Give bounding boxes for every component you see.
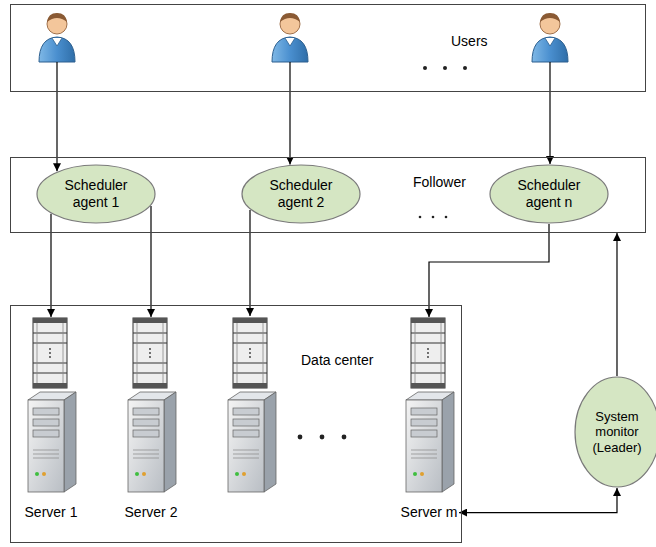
- user-stub: [549, 62, 550, 92]
- node-label: Server 2: [125, 504, 178, 521]
- ellipse-shape: [242, 165, 360, 223]
- node-label: Users: [451, 33, 488, 50]
- ellipsis-dot: [432, 216, 435, 219]
- servers: [28, 392, 454, 492]
- user-icons: [39, 13, 568, 62]
- ellipsis-dots: [298, 66, 467, 439]
- server-icon: [228, 392, 276, 492]
- server-node: Server m: [399, 317, 459, 521]
- server-icon: [128, 392, 176, 492]
- scheduler-agent: Scheduler agent 2: [241, 164, 361, 224]
- scheduler-agent: Scheduler agent n: [489, 164, 609, 224]
- server-icon: [406, 392, 454, 492]
- node-label: Scheduler agent 2: [258, 177, 344, 211]
- connector-arrow: [459, 488, 617, 513]
- server-node: Server 2: [121, 317, 181, 521]
- user-icon: [39, 13, 75, 62]
- queue-icon: [233, 318, 267, 388]
- ellipsis-dot: [463, 66, 467, 70]
- node-label: Scheduler agent 1: [53, 177, 139, 211]
- queues: [33, 318, 445, 388]
- connector-arrow: [150, 206, 151, 317]
- users-band: Users: [10, 4, 646, 92]
- node-label: Data center: [301, 352, 373, 369]
- user-stub-lines: [57, 62, 550, 92]
- server-icon: [28, 392, 76, 492]
- queue-icon: [33, 318, 67, 388]
- data-center-band: Data centerServer 1 Server 2 Server m: [10, 305, 462, 543]
- ellipsis-dot: [320, 435, 325, 440]
- ellipsis-dot: [443, 66, 447, 70]
- connector-arrow: [616, 233, 617, 376]
- dispatch-arrow: [249, 210, 250, 316]
- ellipsis-dot: [445, 216, 448, 219]
- connector-arrow: [50, 214, 51, 317]
- ellipse-shape: [37, 165, 155, 223]
- user-icon: [272, 13, 308, 62]
- ellipse-shape: [575, 377, 656, 487]
- ellipsis-dot: [419, 216, 422, 219]
- ellipsis-dot: [342, 435, 347, 440]
- user-icon: [532, 13, 568, 62]
- ellipsis-dot: [423, 66, 427, 70]
- node-label: Server 1: [25, 504, 78, 521]
- connector-arrow: [289, 92, 290, 165]
- ellipsis-dot: [298, 435, 303, 440]
- scheduler-agent: Scheduler agent 1: [36, 164, 156, 224]
- server-node: Server 1: [21, 317, 81, 521]
- ellipse-shape: [490, 165, 608, 223]
- connector-arrow: [429, 224, 549, 317]
- node-label: Follower: [413, 174, 466, 191]
- queue-icon: [411, 318, 445, 388]
- node-label: System monitor (Leader): [588, 409, 646, 456]
- system-monitor: System monitor (Leader): [574, 376, 656, 488]
- queue-icon: [133, 318, 167, 388]
- follower-band: Follower Scheduler agent 1 Scheduler agent…: [10, 157, 646, 233]
- connector-arrow: [56, 92, 57, 171]
- user-stub: [56, 62, 57, 92]
- connector-arrow: [549, 92, 550, 164]
- node-label: Scheduler agent n: [506, 177, 592, 211]
- node-label: Server m: [401, 504, 458, 521]
- user-stub: [289, 62, 290, 92]
